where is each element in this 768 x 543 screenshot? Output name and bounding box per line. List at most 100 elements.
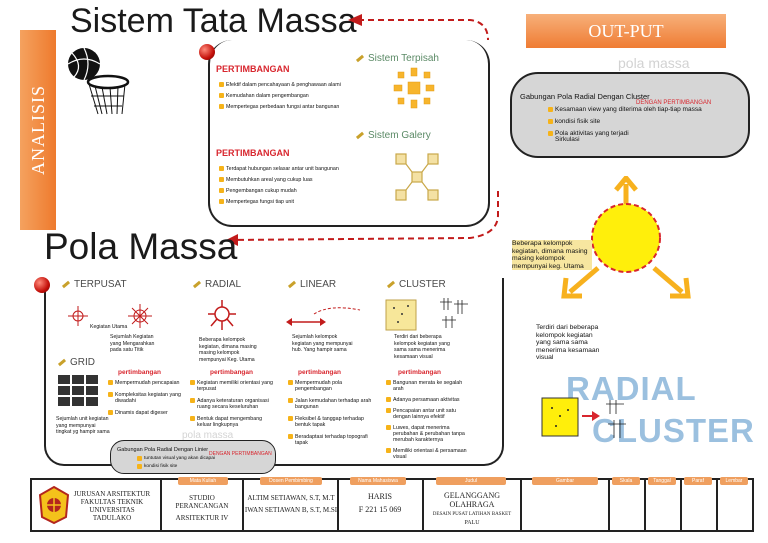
analisis-band: ANALISIS [20, 30, 56, 230]
red-bullet-icon [34, 277, 50, 293]
list-item: Luwes, dapat menerima perubahan & peruba… [386, 425, 474, 443]
list-item: kondisi fisik site [137, 464, 215, 470]
head-tanggal: Tanggal [648, 477, 676, 485]
pencil-icon [355, 131, 365, 140]
pertimbangan-list-1: Efektif dalam pencahayaan & penghawaan a… [219, 82, 369, 110]
list-item: kondisi fisik site [548, 118, 744, 125]
sistem-terpisah-diagram [393, 67, 435, 109]
list-item: Membutuhkan areal yang cukup luas [219, 177, 369, 183]
sistem-terpisah-title: Sistem Terpisah [355, 53, 439, 64]
pencil-icon [57, 358, 67, 367]
list-item: Dinamis dapat digeser [108, 410, 188, 416]
sistem-panel [208, 40, 490, 227]
pencil-icon [355, 54, 365, 63]
sistem-galery-diagram [395, 153, 439, 201]
head-matkul: Mata Kuliah [178, 477, 228, 485]
radial-word: RADIAL [566, 370, 697, 407]
summary-list: tuntutan visual yang akan dicapai kondis… [137, 456, 215, 470]
output-radial-note: Beberapa kelompok kegiatan, dimana masin… [512, 240, 592, 270]
pertimbangan-title-2: PERTIMBANGAN [216, 148, 290, 158]
grid-diagram [58, 375, 98, 406]
head-lembar: Lembar [720, 477, 748, 485]
list-item: Efektif dalam pencahayaan & penghawaan a… [219, 82, 369, 88]
head-judul: Judul [436, 477, 506, 485]
terpusat-center-note: Kegiatan Utama [90, 324, 128, 330]
head-paraf: Paraf [684, 477, 712, 485]
grid-pert-title: pertimbangan [118, 369, 161, 376]
sistem-galery-title: Sistem Galery [355, 130, 431, 141]
cluster-diagram [385, 298, 468, 331]
pencil-icon [192, 280, 202, 289]
output-box: Gabungan Pola Radial Dengan Cluster DENG… [510, 72, 750, 158]
list-item: Pencapaian antar unit satu dengan lainny… [386, 408, 474, 420]
list-item: Mempertegas fungsi tiap unit [219, 199, 369, 205]
list-item: Kompleksitas kegiatan yang diwadahi [108, 392, 188, 404]
page-title-sistem: Sistem Tata Massa [70, 2, 357, 40]
pertimbangan-list-2: Terdapat hubungan selasar antar unit ban… [219, 166, 369, 205]
summary-pert-title: DENGAN PERTIMBANGAN [209, 451, 272, 457]
grid-title: GRID [57, 357, 95, 368]
list-item: Mempertegas perbedaan fungsi antar bangu… [219, 104, 369, 110]
list-item: Kemudahan dalam pengembangan [219, 93, 369, 99]
radial-diagram [208, 300, 236, 330]
cluster-title: CLUSTER [386, 279, 446, 290]
cluster-note: Terdiri dari beberapa kelompok kegiatan … [394, 334, 450, 360]
head-skala: Skala [612, 477, 640, 485]
list-item: Fleksibel & tanggap terhadap bentuk tapa… [288, 416, 372, 428]
red-bullet-icon [199, 44, 215, 60]
list-item: Terdapat hubungan selasar antar unit ban… [219, 166, 369, 172]
cluster-pert-list: Bangunan merata ke segalah arah Adanya p… [386, 380, 474, 460]
basketball-hoop-icon [67, 47, 130, 115]
grid-pert-list: Mempermudah pencapaian Kompleksitas kegi… [108, 380, 188, 416]
summary-box: Gabungan Pola Radial Dengan Linier DENGA… [110, 440, 276, 474]
output-header: OUT-PUT [526, 14, 726, 48]
radial-note: Beberapa kelompok kegiatan, dimana masin… [199, 337, 257, 363]
university-logo-icon [38, 485, 70, 525]
radial-pert-title: pertimbangan [210, 369, 253, 376]
head-mhs: Nama Mahasiswa [350, 477, 406, 485]
list-item: Mempermudah pencapaian [108, 380, 188, 386]
list-item: Mempermudah pola pengembangan [288, 380, 372, 392]
list-item: Pola aktivitas yang terjadi Sirkulasi [548, 130, 638, 143]
output-cluster-note: Terdiri dari beberapa kelompok kegiatan … [536, 324, 600, 361]
list-item: Memiliki orientasi & persamaan visual [386, 448, 474, 460]
output-pert-title: DENGAN PERTIMBANGAN [636, 100, 712, 106]
pencil-icon [61, 280, 71, 289]
cluster-word: CLUSTER [592, 412, 755, 449]
list-item: Pengembangan cukup mudah [219, 188, 369, 194]
summary-label: pola massa [182, 430, 234, 441]
radial-title: RADIAL [192, 279, 241, 290]
list-item: Bangunan merata ke segalah arah [386, 380, 474, 392]
pencil-icon [287, 280, 297, 289]
list-item: Adanya persamaan aktivitas [386, 397, 474, 403]
output-cluster-diagram [541, 397, 626, 438]
grid-note: Sejumlah unit kegiatan yang mempunyai ti… [56, 416, 110, 436]
cluster-pert-title: pertimbangan [398, 369, 441, 376]
terpusat-title: TERPUSAT [61, 279, 127, 290]
radial-sun-diagram [561, 176, 691, 299]
list-item: tuntutan visual yang akan dicapai [137, 456, 215, 462]
list-item: Kesamaan view yang diterima oleh tiap-ti… [548, 106, 744, 113]
head-gambar: Gambar [532, 477, 598, 485]
list-item: Adanya keteraturan organisasi ruang seca… [190, 398, 276, 410]
list-item: Kegiatan memiliki orientasi yang terpusa… [190, 380, 276, 392]
terpusat-note: Sejumlah Kegiatan yang Mengarahkan pada … [110, 334, 155, 354]
linear-note: Sejumlah kelompok kegiatan yang mempunya… [292, 334, 353, 354]
pencil-icon [386, 280, 396, 289]
output-title: Gabungan Pola Radial Dengan Cluster [520, 92, 650, 101]
output-pola-label: pola massa [618, 55, 690, 71]
linear-pert-title: pertimbangan [298, 369, 341, 376]
list-item: Bentuk dapat mengembang keluar lingkupny… [190, 416, 276, 428]
head-dosen: Dosen Pembimbing [260, 477, 322, 485]
radial-pert-list: Kegiatan memiliki orientasi yang terpusa… [190, 380, 276, 428]
page-title-pola: Pola Massa [44, 226, 238, 267]
terpusat-diagram [68, 304, 152, 328]
output-list: Kesamaan view yang diterima oleh tiap-ti… [548, 106, 744, 143]
linear-pert-list: Mempermudah pola pengembangan Jalan kemu… [288, 380, 372, 446]
list-item: Jalan kemudahan terhadap arah bangunan [288, 398, 372, 410]
summary-title: Gabungan Pola Radial Dengan Linier [117, 447, 209, 453]
